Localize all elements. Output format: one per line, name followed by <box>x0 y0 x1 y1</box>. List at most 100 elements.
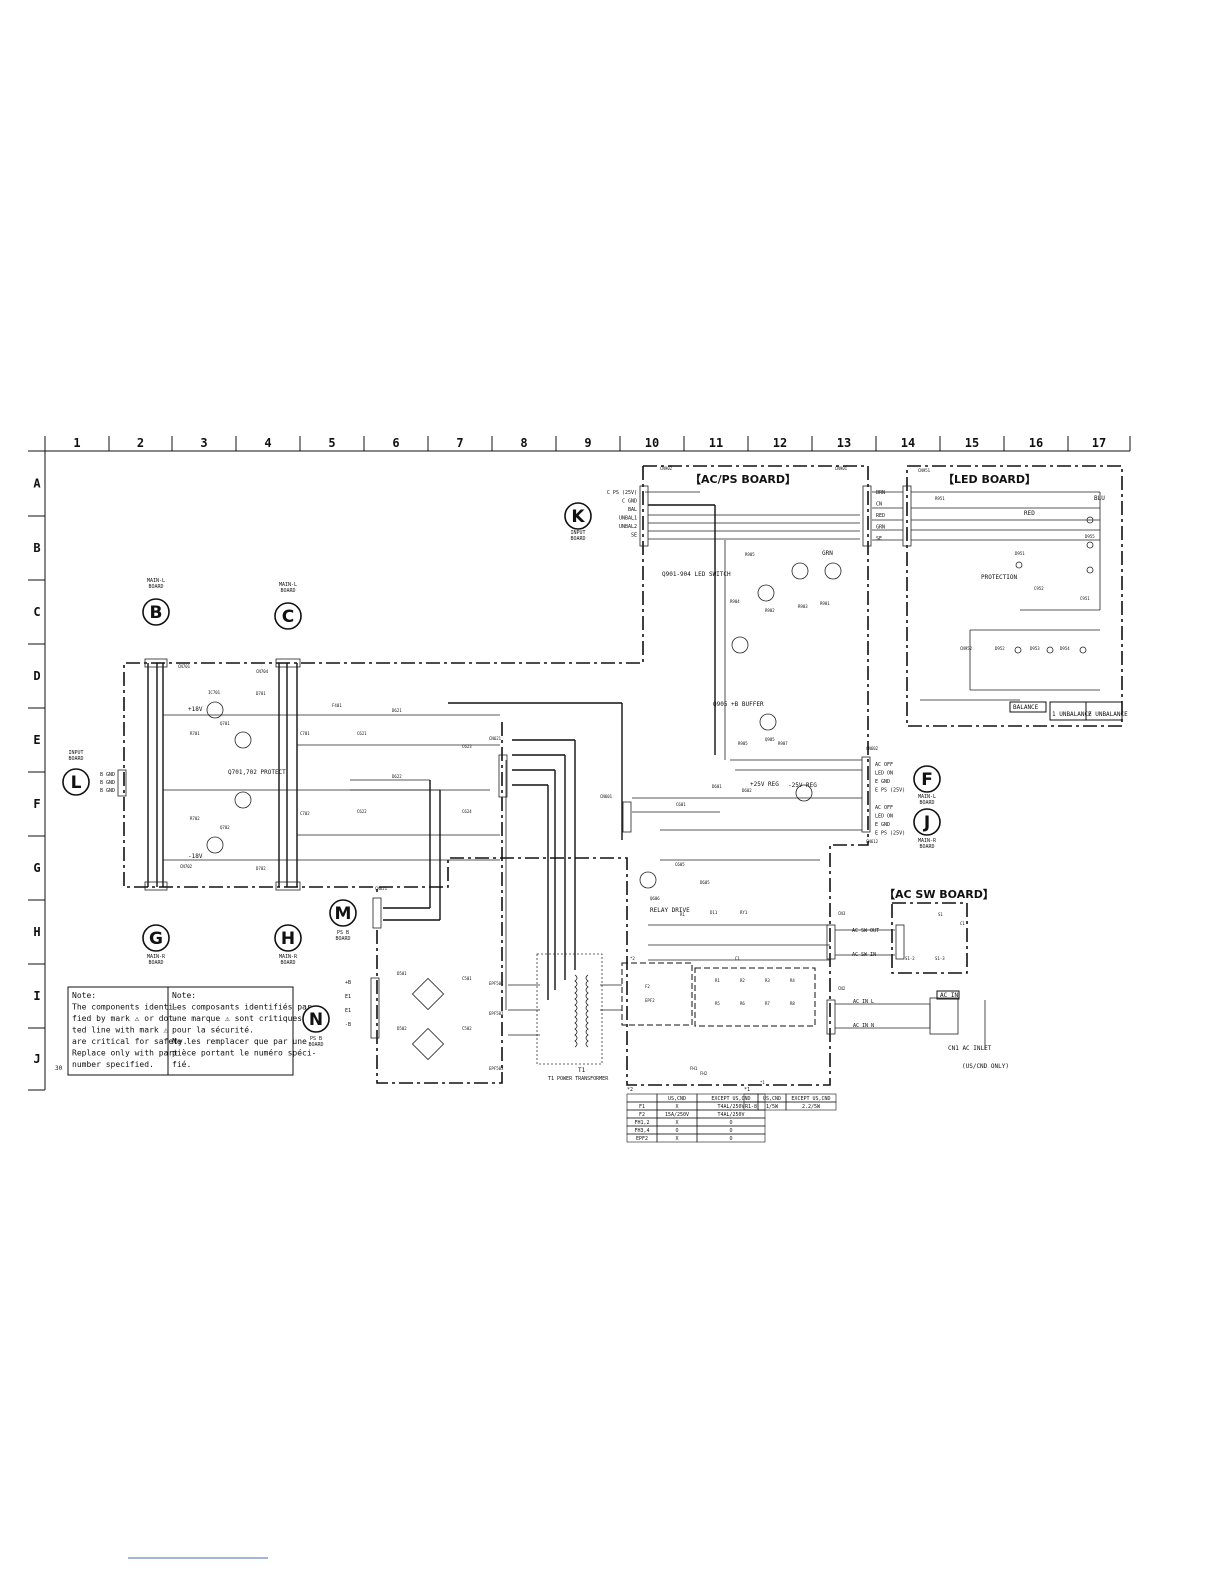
row-label: H <box>33 925 40 939</box>
component-ref: EPF2 <box>645 998 655 1003</box>
component-ref: F401 <box>332 703 342 708</box>
pin-label: AC SW OUT <box>852 928 879 934</box>
component-ref: D951 <box>1015 551 1025 556</box>
component-ref: D622 <box>392 774 402 779</box>
pin-label: SE <box>631 533 637 539</box>
column-label: 4 <box>264 436 271 450</box>
table-header: EXCEPT US,CND <box>711 1096 750 1102</box>
table-cell: 2.2/5W <box>802 1104 821 1110</box>
safety-note <box>67 986 294 1076</box>
note-english: Note:The components identi-fied by mark … <box>72 991 188 1069</box>
pin-label: C GND <box>622 499 637 505</box>
minus25-label: -25V REG <box>788 782 817 789</box>
component-ref: D953 <box>1030 646 1040 651</box>
board-connector-bubbles: KINPUTBOARDBMAIN-LBOARDCMAIN-LBOARDLINPU… <box>62 502 941 1048</box>
plus25-label: +25V REG <box>750 781 779 788</box>
component-ref: EPF501 <box>489 981 504 986</box>
fuse-region-2 <box>694 967 816 1027</box>
component-ref: *1 <box>760 1080 765 1085</box>
component-ref: C624 <box>462 809 472 814</box>
component-ref: FH2 <box>700 1071 708 1076</box>
column-label: 7 <box>456 436 463 450</box>
pin-label: B GND <box>100 780 115 786</box>
connector-k-letter: K <box>571 507 585 527</box>
ac-in-label: AC IN <box>940 992 958 999</box>
component-ref: R3 <box>765 978 770 983</box>
balance-box <box>1009 701 1047 713</box>
pin-label: LED ON <box>875 771 893 777</box>
pin-label: E PS (25V) <box>875 788 905 794</box>
component-ref: C501 <box>462 976 472 981</box>
pin-label: SE <box>876 536 882 542</box>
grn-led-label: GRN <box>822 550 833 557</box>
note-fr-line: pièce portant le numéro spéci- <box>172 1048 317 1058</box>
component-ref: CN952 <box>960 646 973 651</box>
connector-l-circle <box>62 768 90 796</box>
column-label: 13 <box>837 436 851 450</box>
connector-k-caption-2: BOARD <box>570 536 585 542</box>
led-board-title: 【LED BOARD】 <box>943 473 1036 486</box>
pin-label: LED ON <box>875 814 893 820</box>
row-label: C <box>33 605 40 619</box>
component-ref: CN704 <box>256 669 269 674</box>
pin-label: AC SW IN <box>852 952 876 958</box>
row-label: J <box>33 1052 40 1066</box>
component-ref: R901 <box>820 601 830 606</box>
component-ref: C952 <box>1034 586 1044 591</box>
component-ref: R8 <box>790 1001 795 1006</box>
component-ref: D11 <box>710 910 718 915</box>
component-ref: R903 <box>798 604 808 609</box>
component-ref: C1 <box>960 921 965 926</box>
pin-label: GRN <box>876 525 885 531</box>
connector-g-letter: G <box>149 929 163 949</box>
row-label: I <box>33 989 40 1003</box>
fuse-region-1 <box>621 962 693 1026</box>
transformer-label: T1 POWER TRANSFORMER <box>548 1076 609 1082</box>
column-label: 8 <box>520 436 527 450</box>
connector-c-letter: C <box>282 607 294 627</box>
component-ref: C623 <box>462 744 472 749</box>
component-ref: C621 <box>357 731 367 736</box>
table-header: EXCEPT US,CND <box>791 1096 830 1102</box>
column-label: 16 <box>1029 436 1043 450</box>
note-fr-line: pour la sécurité. <box>172 1025 254 1035</box>
pin-label: BAL <box>628 507 637 513</box>
component-ref: C951 <box>1080 596 1090 601</box>
column-label: 2 <box>137 436 144 450</box>
note-en-line: The components identi- <box>72 1003 178 1012</box>
component-ref: CN601 <box>600 794 613 799</box>
component-ref: CN702 <box>180 864 193 869</box>
note-en-line: ted line with mark ⚠ <box>72 1026 169 1035</box>
connector-f-caption: MAIN-L <box>918 794 936 800</box>
protect-label: Q701,702 PROTECT <box>228 769 286 776</box>
connector-h-caption: MAIN-R <box>279 954 298 960</box>
table-marker: *1 <box>744 1087 750 1093</box>
connector-l-caption-2: BOARD <box>68 756 83 762</box>
row-label: B <box>33 541 40 555</box>
connector-j-caption: MAIN-R <box>918 838 937 844</box>
pin-label: B GND <box>100 772 115 778</box>
component-ref: CN612 <box>866 839 879 844</box>
acsw-board-outline <box>891 902 968 974</box>
connector-j-letter: J <box>923 813 930 833</box>
component-ref: S1-3 <box>935 956 945 961</box>
ac-inlet-label: CN1 AC INLET <box>948 1045 992 1052</box>
red-led-label: RED <box>1024 510 1035 517</box>
connector-g-caption-2: BOARD <box>148 960 163 966</box>
connector-l-caption: INPUT <box>68 750 83 756</box>
unbal2-box <box>1085 701 1123 721</box>
row-label: E <box>33 733 40 747</box>
pin-label: E1 <box>345 994 351 1000</box>
table-header: US,CND <box>763 1096 781 1102</box>
component-ref: *2 <box>630 956 635 961</box>
table-cell: O <box>729 1128 732 1134</box>
connector-k-caption: INPUT <box>570 530 585 536</box>
column-label: 9 <box>584 436 591 450</box>
